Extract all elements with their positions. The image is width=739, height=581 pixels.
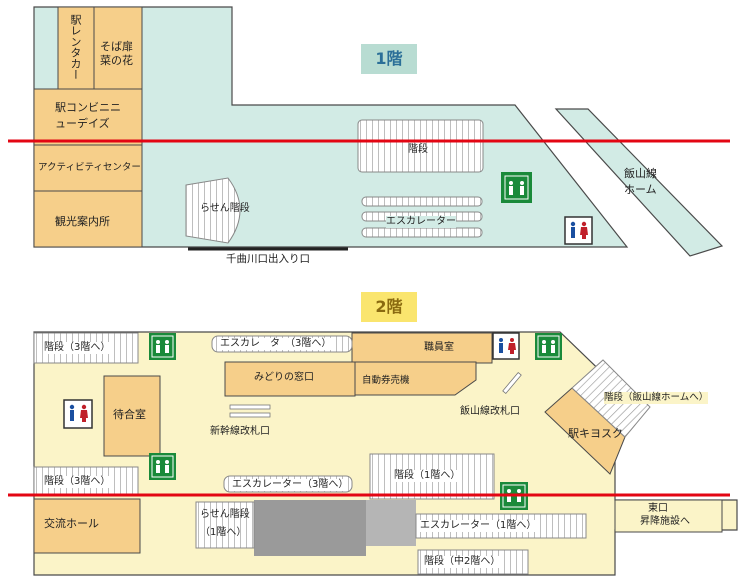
chikumagawa-exit-label: 千曲川口出入り口	[226, 253, 310, 265]
convenience-block	[33, 88, 143, 146]
floor1-spiral-stairs-label: らせん階段	[200, 203, 250, 214]
floor1-toilet-icon	[564, 216, 593, 245]
stairs-1f-label: 階段（1階へ）	[394, 470, 461, 482]
iiyama-platform-label: 飯山線ホーム	[624, 167, 657, 196]
floor2-spiral-stairs-label: らせん階段（1階へ）	[200, 509, 250, 538]
floor1-escalator-label: エスカレーター	[386, 216, 456, 228]
kiosk-label: 駅キヨスク	[568, 427, 623, 440]
shinkansen-gate-label: 新幹線改札口	[210, 426, 270, 437]
midori-window-label: みどりの窓口	[254, 372, 314, 383]
east-exit-label-2: 昇降施設へ	[640, 516, 690, 527]
iiyama-gate-label: 飯山線改札口	[460, 406, 520, 417]
iiyama-gate-bar	[502, 371, 522, 395]
iiyama-platform	[554, 108, 724, 257]
floor2-spiral-stairs	[195, 501, 255, 549]
floor2-badge: 2階	[375, 297, 403, 316]
floor2-elevator-icon-3	[535, 333, 562, 360]
escalator-3f-bottom-label: エスカレーター（3階へ）	[232, 479, 349, 491]
escalator-1f-label: エスカレーター（1階へ）	[420, 520, 537, 532]
rental-car-block	[57, 6, 95, 90]
floor2-toilet-icon-2	[492, 332, 520, 360]
floor1-escalator-1	[361, 196, 483, 207]
east-exit-label-1: 東口	[648, 503, 668, 514]
floor2-toilet-icon-1	[63, 399, 93, 429]
floor1-elevator-icon	[501, 172, 532, 203]
stairs-3f-top-label: 階段（3階へ）	[44, 342, 111, 354]
floor2-badge-bg	[361, 292, 417, 322]
shinkansen-gate-bar-1	[229, 404, 271, 410]
floor1-spiral-stairs	[185, 177, 241, 244]
soba-label: そば扉菜の花	[100, 40, 133, 67]
waiting-room-label: 待合室	[113, 408, 146, 421]
floor1-map	[33, 6, 724, 257]
mezzanine-stairs-label: 階段（中2階へ）	[424, 556, 501, 568]
activity-center-label: アクティビティセンター	[38, 162, 141, 173]
staff-room-label: 職員室	[424, 342, 454, 353]
floor1-stairs	[357, 119, 484, 173]
staff-room-block	[351, 332, 493, 364]
east-exit-block	[614, 499, 723, 533]
tourist-info-block	[33, 190, 143, 248]
midori-window-block	[224, 361, 356, 397]
floor1-escalator-3	[361, 227, 483, 238]
stairs-3f-bottom-label: 階段（3階へ）	[44, 476, 111, 488]
tourist-info-label: 観光案内所	[55, 215, 110, 228]
convenience-label: 駅コンビニニューデイズ	[55, 101, 121, 130]
shinkansen-gate-bar-2	[229, 412, 271, 418]
waiting-room-block	[103, 375, 161, 457]
exchange-hall-block	[33, 498, 141, 554]
floor1-stairs-label: 階段	[408, 144, 428, 155]
floor2-map	[33, 331, 738, 576]
floor1-badge-bg	[361, 44, 417, 74]
central-gray-area	[254, 500, 366, 556]
floor2-elevator-icon-2	[149, 453, 176, 480]
rental-car-label: 駅レンタカー	[69, 14, 82, 80]
escalator-3f-top-label: エスカレ タ （3階へ）	[220, 338, 332, 350]
soba-block	[93, 6, 143, 90]
exchange-hall-label: 交流ホール	[44, 517, 99, 530]
ticket-machines-block	[354, 361, 477, 396]
activity-block	[33, 144, 143, 192]
central-gray-area-2	[366, 500, 416, 546]
floor1-badge: 1階	[375, 49, 403, 68]
stairs-iiyama-label: 階段（飯山線ホームへ）	[604, 392, 709, 404]
floor2-elevator-icon-1	[149, 333, 176, 360]
ticket-machines-label: 自動券売機	[362, 375, 410, 386]
